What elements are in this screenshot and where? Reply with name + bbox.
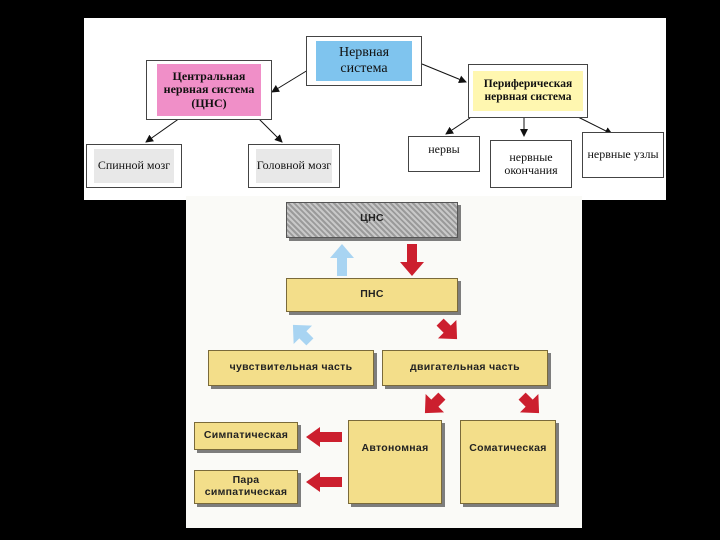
bottom-pns-label: ПНС	[360, 288, 384, 301]
spinal-cord-box: Спинной мозг	[86, 144, 182, 188]
arrow-cns-to-spinal	[145, 117, 181, 143]
nerves-box: нервы	[408, 136, 480, 172]
bottom-cns-label: ЦНС	[360, 212, 384, 224]
arrow-motor-to-autonomic	[424, 392, 446, 414]
spinal-cord-label: Спинной мозг	[94, 149, 174, 183]
arrow-autonomic-to-parasympathetic	[306, 472, 342, 492]
parasympathetic-box: Пара симпатическая	[194, 470, 298, 504]
arrow-autonomic-to-sympathetic	[306, 427, 342, 447]
arrow-pns-to-ganglia	[575, 115, 613, 135]
arrow-pns-to-cns	[330, 244, 354, 276]
arrow-sensory-to-pns	[292, 324, 314, 346]
cns-label: Центральная нервная система (ЦНС)	[157, 64, 261, 116]
ganglia-label: нервные узлы	[587, 147, 659, 162]
arrow-root-to-cns	[271, 69, 309, 93]
bottom-pns-box: ПНС	[286, 278, 458, 312]
sympathetic-label: Симпатическая	[203, 429, 289, 442]
motor-part-box: двигательная часть	[382, 350, 548, 386]
sensory-part-box: чувствительная часть	[208, 350, 374, 386]
bottom-cns-box: ЦНС	[286, 202, 458, 238]
arrow-motor-to-somatic	[518, 392, 540, 414]
autonomic-label: Автономная	[361, 442, 429, 454]
arrow-pns-to-nerves	[445, 117, 471, 135]
brain-box: Головной мозг	[248, 144, 340, 188]
brain-label: Головной мозг	[256, 149, 332, 183]
nerves-label: нервы	[428, 142, 460, 156]
ganglia-box: нервные узлы	[582, 132, 664, 178]
nerve-endings-label: нервные окончания	[504, 149, 558, 177]
somatic-box: Соматическая	[460, 420, 556, 504]
arrow-cns-to-pns	[400, 244, 424, 276]
arrow-cns-to-brain	[257, 117, 283, 143]
nerve-endings-box: нервные окончания	[490, 140, 572, 188]
motor-part-label: двигательная часть	[410, 361, 520, 374]
sensory-part-label: чувствительная часть	[229, 361, 353, 374]
root-label: Нервная система	[316, 41, 412, 81]
cns-box: Центральная нервная система (ЦНС)	[146, 60, 272, 120]
arrow-pns-to-motor	[436, 318, 458, 340]
pns-box: Периферическая нервная система	[468, 64, 588, 118]
parasympathetic-label: Пара симпатическая	[204, 474, 288, 498]
arrow-root-to-pns	[421, 63, 467, 84]
somatic-label: Соматическая	[469, 442, 547, 454]
sympathetic-box: Симпатическая	[194, 422, 298, 450]
autonomic-box: Автономная	[348, 420, 442, 504]
pns-label: Периферическая нервная система	[473, 71, 583, 111]
root-box: Нервная система	[306, 36, 422, 86]
